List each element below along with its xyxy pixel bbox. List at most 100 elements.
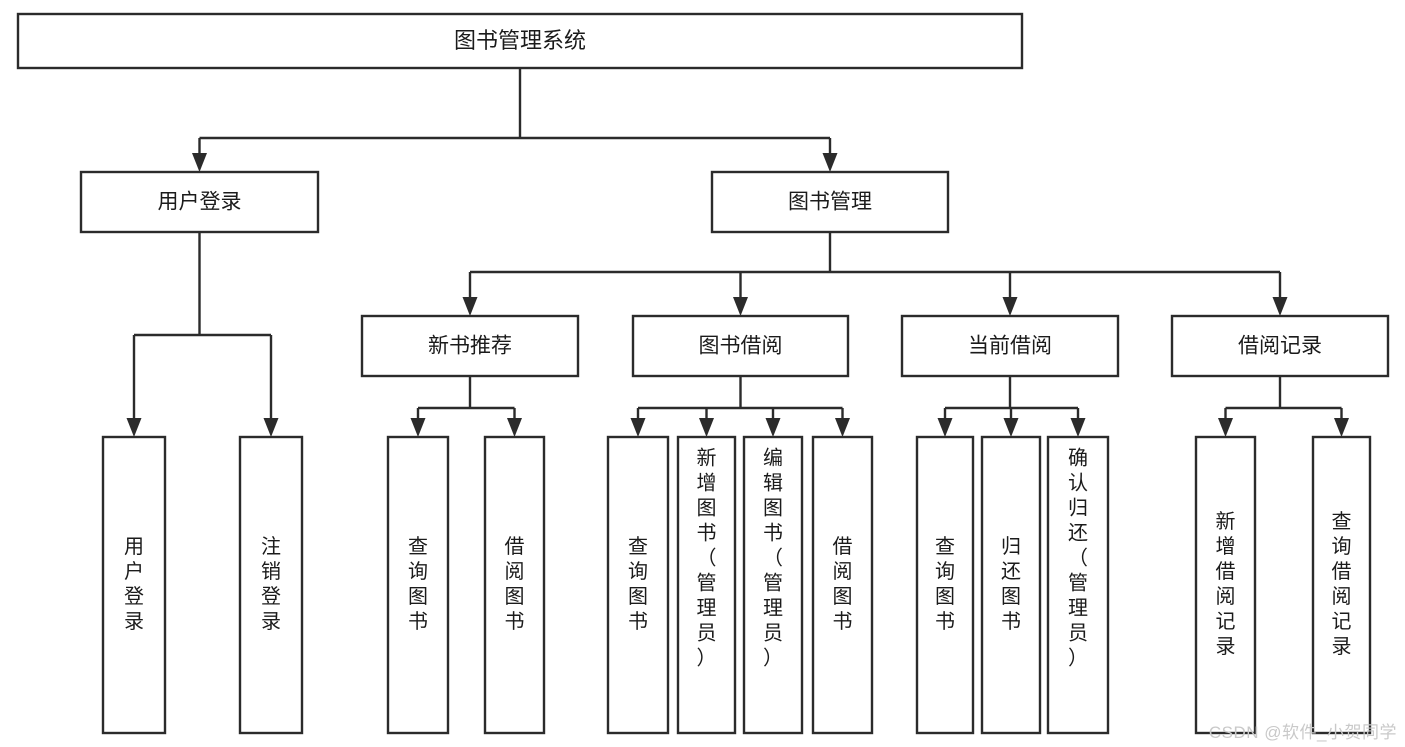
leaf-label-char: （ — [1068, 546, 1088, 569]
leaf-label-char: 书 — [833, 610, 853, 633]
arrow-head-icon — [1070, 418, 1086, 437]
node-root-book-management-system[interactable]: 图书管理系统 — [16, 12, 1024, 70]
node-book-manage[interactable]: 图书管理 — [710, 170, 950, 234]
leaf-label-char: 图 — [1001, 586, 1021, 608]
leaf-label-char: 书 — [935, 610, 955, 633]
leaf-label-char: 借 — [505, 535, 525, 558]
arrow-head-icon — [410, 418, 426, 437]
leaf-label-char: 记 — [1332, 610, 1352, 633]
leaf-label-char: 图 — [505, 586, 525, 608]
node-book-borrow[interactable]: 图书借阅 — [631, 314, 850, 378]
arrow-head-icon — [462, 297, 478, 316]
node-leaf-user-login[interactable]: 用户登录 — [101, 435, 167, 735]
arrow-head-icon — [835, 418, 850, 437]
leaf-label-char: 还 — [1068, 521, 1088, 544]
leaf-label-char: ） — [1068, 646, 1088, 669]
leaf-label-char: 管 — [697, 571, 717, 594]
leaf-label-char: 询 — [935, 560, 955, 583]
leaf-label-char: 登 — [261, 585, 281, 608]
leaf-label-char: 借 — [833, 535, 853, 558]
leaf-label-char: 书 — [763, 521, 783, 544]
leaf-label-char: 销 — [261, 560, 281, 583]
arrow-head-icon — [1334, 418, 1349, 437]
leaf-label-char: 员 — [1068, 622, 1088, 644]
leaf-label-char: 理 — [763, 597, 783, 619]
arrow-head-icon — [733, 297, 748, 316]
arrow-head-icon — [1002, 297, 1018, 316]
node-new-book-recommend[interactable]: 新书推荐 — [360, 314, 580, 378]
leaf-label-char: 录 — [1216, 636, 1236, 658]
leaf-label-char: 询 — [408, 560, 428, 583]
leaf-label-char: 理 — [697, 597, 717, 619]
leaf-label-char: 图 — [408, 586, 428, 608]
leaf-label-char: 阅 — [1332, 585, 1352, 608]
leaf-label-char: 借 — [1332, 560, 1352, 583]
leaf-label-char: 借 — [1216, 560, 1236, 583]
leaf-label-char: 归 — [1068, 496, 1088, 519]
leaf-label-char: ） — [763, 646, 783, 669]
node-user-login[interactable]: 用户登录 — [79, 170, 320, 234]
leaf-label-char: 图 — [935, 586, 955, 608]
leaf-label-char: 阅 — [1216, 585, 1236, 608]
leaf-label-char: 管 — [1068, 571, 1088, 594]
node-label: 图书管理 — [788, 191, 872, 214]
leaf-label-char: 询 — [1332, 535, 1352, 558]
connector-layer — [126, 68, 1349, 437]
leaf-label-char: 录 — [124, 611, 144, 633]
arrow-head-icon — [1218, 418, 1233, 437]
leaf-label-char: 书 — [628, 610, 648, 633]
leaf-label-char: 录 — [1332, 636, 1352, 658]
node-borrow-record[interactable]: 借阅记录 — [1170, 314, 1390, 378]
watermark-text: CSDN @软件_小贺同学 — [1208, 723, 1397, 742]
arrow-head-icon — [1003, 418, 1019, 437]
arrow-head-icon — [507, 418, 522, 437]
leaf-label-char: 辑 — [763, 471, 783, 494]
leaf-label-char: 户 — [124, 560, 144, 583]
leaf-label-char: 图 — [833, 586, 853, 608]
leaf-label-char: 书 — [697, 521, 717, 544]
leaf-label-char: 查 — [1332, 510, 1352, 533]
leaf-label-char: 书 — [1001, 610, 1021, 633]
leaf-label-char: 新 — [697, 446, 717, 469]
leaf-label-char: 询 — [628, 560, 648, 583]
arrow-head-icon — [192, 153, 207, 172]
leaf-label-char: 归 — [1001, 535, 1021, 558]
arrow-head-icon — [126, 418, 142, 437]
leaf-label-char: 记 — [1216, 610, 1236, 633]
leaf-label-char: 查 — [935, 535, 955, 558]
leaf-label-char: 阅 — [833, 560, 853, 583]
arrow-head-icon — [937, 418, 953, 437]
leaf-label-char: 图 — [628, 586, 648, 608]
node-label: 图书借阅 — [699, 335, 783, 358]
leaf-label-char: （ — [697, 546, 717, 569]
leaf-label-char: 理 — [1068, 597, 1088, 619]
node-current-borrow[interactable]: 当前借阅 — [900, 314, 1120, 378]
leaf-label-char: 管 — [763, 571, 783, 594]
leaf-label-char: 查 — [628, 535, 648, 558]
arrow-head-icon — [1272, 297, 1288, 316]
leaf-label-char: 录 — [261, 611, 281, 633]
leaf-label-char: （ — [763, 546, 783, 569]
leaf-label-char: 增 — [697, 471, 717, 494]
arrow-head-icon — [822, 153, 838, 172]
leaf-label-char: ） — [697, 646, 717, 669]
leaf-label-char: 编 — [763, 446, 783, 469]
leaf-label-char: 员 — [763, 622, 783, 644]
leaf-label-char: 增 — [1216, 535, 1236, 558]
leaf-label-char: 书 — [505, 610, 525, 633]
node-label: 当前借阅 — [968, 335, 1052, 358]
